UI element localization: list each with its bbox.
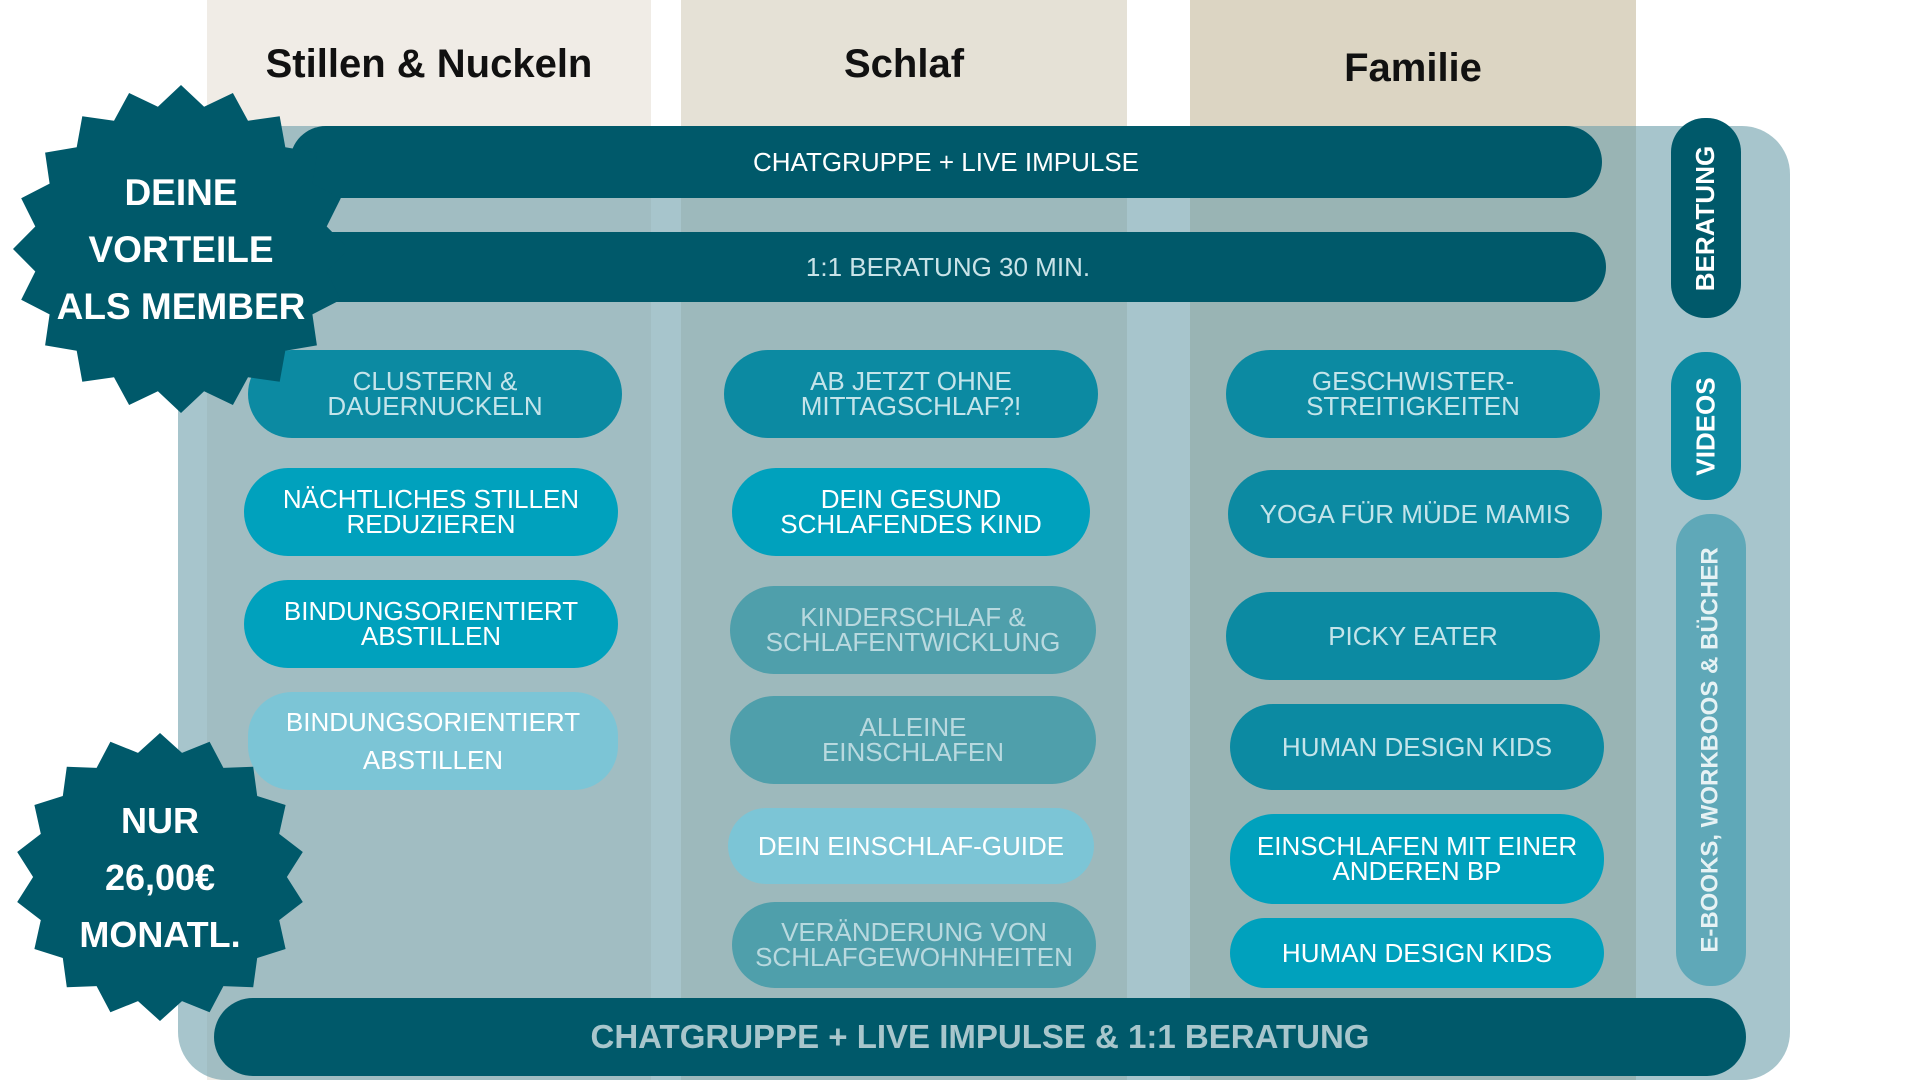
item-schlaf-3-line-1: KINDERSCHLAF &	[800, 602, 1026, 632]
item-stillen-4: BINDUNGSORIENTIERT ABSTILLEN	[248, 692, 618, 790]
item-stillen-3-line-1: BINDUNGSORIENTIERT	[283, 596, 579, 626]
price-badge-line-1: NUR	[121, 799, 199, 841]
column-heading-stillen: Stillen & Nuckeln	[265, 42, 593, 86]
item-familie-4: HUMAN DESIGN KIDS	[1230, 704, 1604, 790]
item-familie-1: GESCHWISTER-STREITIGKEITEN	[1226, 350, 1600, 438]
item-familie-2: YOGA FÜR MÜDE MAMIS	[1228, 470, 1602, 558]
member-badge-line-3: ALS MEMBER	[56, 285, 306, 327]
item-stillen-1: CLUSTERN &DAUERNUCKELN	[248, 350, 622, 438]
item-familie-1-line-1: GESCHWISTER-	[1311, 366, 1515, 396]
item-schlaf-1-line-1: AB JETZT OHNE	[810, 366, 1012, 396]
item-stillen-1-line-1: CLUSTERN &	[352, 366, 518, 396]
price-badge-line-3: MONATL.	[79, 913, 241, 955]
bar-beratung: 1:1 BERATUNG 30 MIN.	[290, 232, 1606, 302]
item-familie-5-line-1: EINSCHLAFEN MIT EINER	[1256, 831, 1578, 861]
price-badge-line-2: 26,00€	[104, 856, 216, 898]
member-badge-line-1: DEINE	[124, 171, 238, 213]
item-familie-3: PICKY EATER	[1226, 592, 1600, 680]
item-schlaf-1-line-2: MITTAGSCHLAF?!	[800, 391, 1022, 421]
item-stillen-2-line-2: REDUZIEREN	[346, 509, 516, 539]
member-badge-line-2: VORTEILE	[88, 228, 274, 270]
item-familie-5-line-2: ANDEREN BP	[1332, 856, 1502, 886]
item-familie-6: HUMAN DESIGN KIDS	[1230, 918, 1604, 988]
column-heading-schlaf: Schlaf	[843, 42, 965, 86]
member-badge: DEINE VORTEILE ALS MEMBER	[12, 84, 350, 414]
bar-chatgruppe: CHATGRUPPE + LIVE IMPULSE	[290, 126, 1602, 198]
item-familie-6-line-1: HUMAN DESIGN KIDS	[1281, 937, 1553, 968]
side-tab-beratung: BERATUNG	[1671, 118, 1741, 318]
item-schlaf-5-line-1: DEIN EINSCHLAF-GUIDE	[757, 830, 1065, 861]
item-stillen-4-line-2: ABSTILLEN	[362, 745, 504, 775]
item-schlaf-4-line-1: ALLEINE	[859, 712, 967, 742]
item-schlaf-3: KINDERSCHLAF &SCHLAFENTWICKLUNG	[730, 586, 1096, 674]
bar-bottom-summary: CHATGRUPPE + LIVE IMPULSE & 1:1 BERATUNG	[214, 998, 1746, 1076]
column-heading-familie: Familie	[1344, 46, 1482, 90]
price-badge: NUR 26,00€ MONATL.	[14, 732, 306, 1022]
item-schlaf-5: DEIN EINSCHLAF-GUIDE	[728, 808, 1094, 884]
side-tab-ebooks: E-BOOKS, WORKBOOS & BÜCHER	[1676, 514, 1746, 986]
item-stillen-2-line-1: NÄCHTLICHES STILLEN	[282, 484, 580, 514]
item-familie-4-line-1: HUMAN DESIGN KIDS	[1281, 731, 1553, 762]
item-schlaf-6-line-2: SCHLAFGEWOHNHEITEN	[755, 942, 1073, 972]
item-schlaf-2-line-2: SCHLAFENDES KIND	[780, 509, 1042, 539]
item-familie-3-line-1: PICKY EATER	[1328, 620, 1498, 651]
item-schlaf-4-line-2: EINSCHLAFEN	[821, 737, 1005, 767]
item-stillen-1-line-2: DAUERNUCKELN	[327, 391, 543, 421]
side-tab-videos: VIDEOS	[1671, 352, 1741, 500]
item-schlaf-2-line-1: DEIN GESUND	[820, 484, 1002, 514]
item-schlaf-6-line-1: VERÄNDERUNG VON	[781, 917, 1047, 947]
item-familie-2-line-1: YOGA FÜR MÜDE MAMIS	[1259, 498, 1571, 529]
item-schlaf-3-line-2: SCHLAFENTWICKLUNG	[765, 627, 1061, 657]
item-stillen-3-line-2: ABSTILLEN	[360, 621, 502, 651]
item-stillen-4-line-1: BINDUNGSORIENTIERT	[285, 707, 581, 737]
item-familie-1-line-2: STREITIGKEITEN	[1306, 391, 1520, 421]
